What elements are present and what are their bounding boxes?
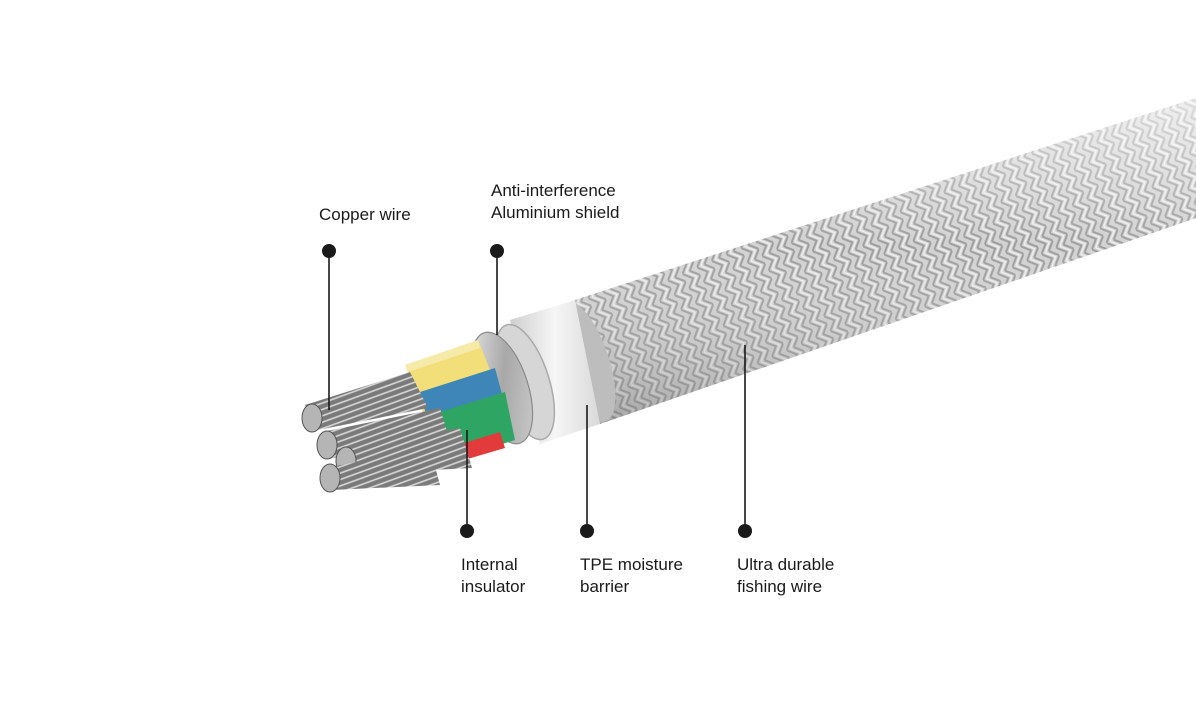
label-copper-wire: Copper wire [319, 204, 411, 226]
copper-strands [301, 372, 472, 493]
leader-tpe-barrier [580, 405, 594, 538]
label-line: insulator [461, 577, 526, 596]
label-line: Internal [461, 555, 518, 574]
leader-aluminium-shield [490, 244, 504, 335]
braided-jacket [558, 98, 1196, 424]
leader-fishing-wire [738, 345, 752, 538]
label-line: Ultra durable [737, 555, 835, 574]
label-line: barrier [580, 577, 630, 596]
label-line: TPE moisture [580, 555, 683, 574]
label-line: Aluminium shield [491, 203, 620, 222]
leader-internal-insulator [460, 430, 474, 538]
label-line: fishing wire [737, 577, 823, 596]
leader-copper-wire [322, 244, 336, 410]
label-aluminium-shield: Anti-interference Aluminium shield [491, 180, 620, 224]
label-line: Copper wire [319, 205, 411, 224]
label-line: Anti-interference [491, 181, 616, 200]
label-internal-insulator: Internal insulator [461, 554, 525, 598]
label-tpe-barrier: TPE moisture barrier [580, 554, 683, 598]
label-fishing-wire: Ultra durable fishing wire [737, 554, 834, 598]
